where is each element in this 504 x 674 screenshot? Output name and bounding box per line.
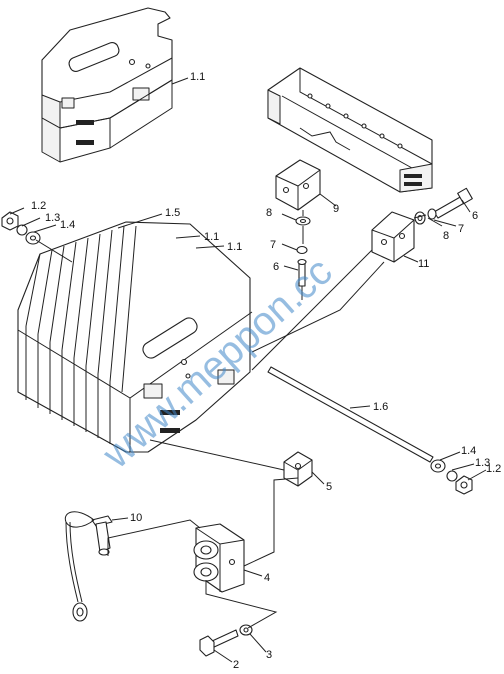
callout-4: 4 (264, 572, 270, 584)
weight-stack (17, 221, 253, 453)
lock-pin-with-chain (64, 511, 113, 622)
callout-1-4-right: 1.4 (461, 445, 476, 457)
spacer-block (283, 451, 313, 487)
callout-7-right: 7 (458, 223, 464, 235)
callout-5: 5 (326, 481, 332, 493)
assembly-lines (35, 210, 427, 629)
callout-1-1-b: 1.1 (227, 241, 242, 253)
callout-1-6: 1.6 (373, 401, 388, 413)
callout-11: 11 (418, 258, 429, 270)
callout-9: 9 (333, 203, 339, 215)
callout-8-right: 8 (443, 230, 449, 242)
callout-1-3-right: 1.3 (475, 457, 490, 469)
callout-10: 10 (130, 512, 142, 524)
callout-6-left: 6 (273, 261, 279, 273)
callout-2: 2 (233, 659, 239, 669)
nut-set-left (1, 211, 41, 245)
callout-1-4: 1.4 (60, 219, 75, 231)
bolt-set-bottom (199, 624, 253, 657)
callout-1-2-right: 1.2 (486, 463, 501, 475)
threaded-rod (267, 366, 473, 495)
callout-1-1-a: 1.1 (204, 231, 219, 243)
callout-1-2: 1.2 (31, 200, 46, 212)
callout-7-left: 7 (270, 239, 276, 251)
callout-6-right: 6 (472, 210, 478, 222)
bolt-set-right (414, 187, 473, 225)
weight-plate-single (41, 7, 173, 163)
clamp-block (275, 159, 321, 211)
callout-1-3: 1.3 (45, 212, 60, 224)
plate-ribs (25, 225, 137, 444)
callout-8-left: 8 (266, 207, 272, 219)
callout-1-5: 1.5 (165, 207, 180, 219)
mounting-frame (267, 67, 433, 193)
angle-bracket (371, 211, 415, 263)
callout-3: 3 (266, 649, 272, 661)
leader-lines (9, 77, 487, 663)
hitch-bracket (193, 523, 245, 593)
callout-labels: 1.1 1.2 1.3 1.4 1.5 1.1 1.1 9 8 7 6 6 8 … (31, 71, 501, 671)
frame-holes (307, 93, 403, 149)
callout-1-1-top: 1.1 (190, 71, 205, 83)
